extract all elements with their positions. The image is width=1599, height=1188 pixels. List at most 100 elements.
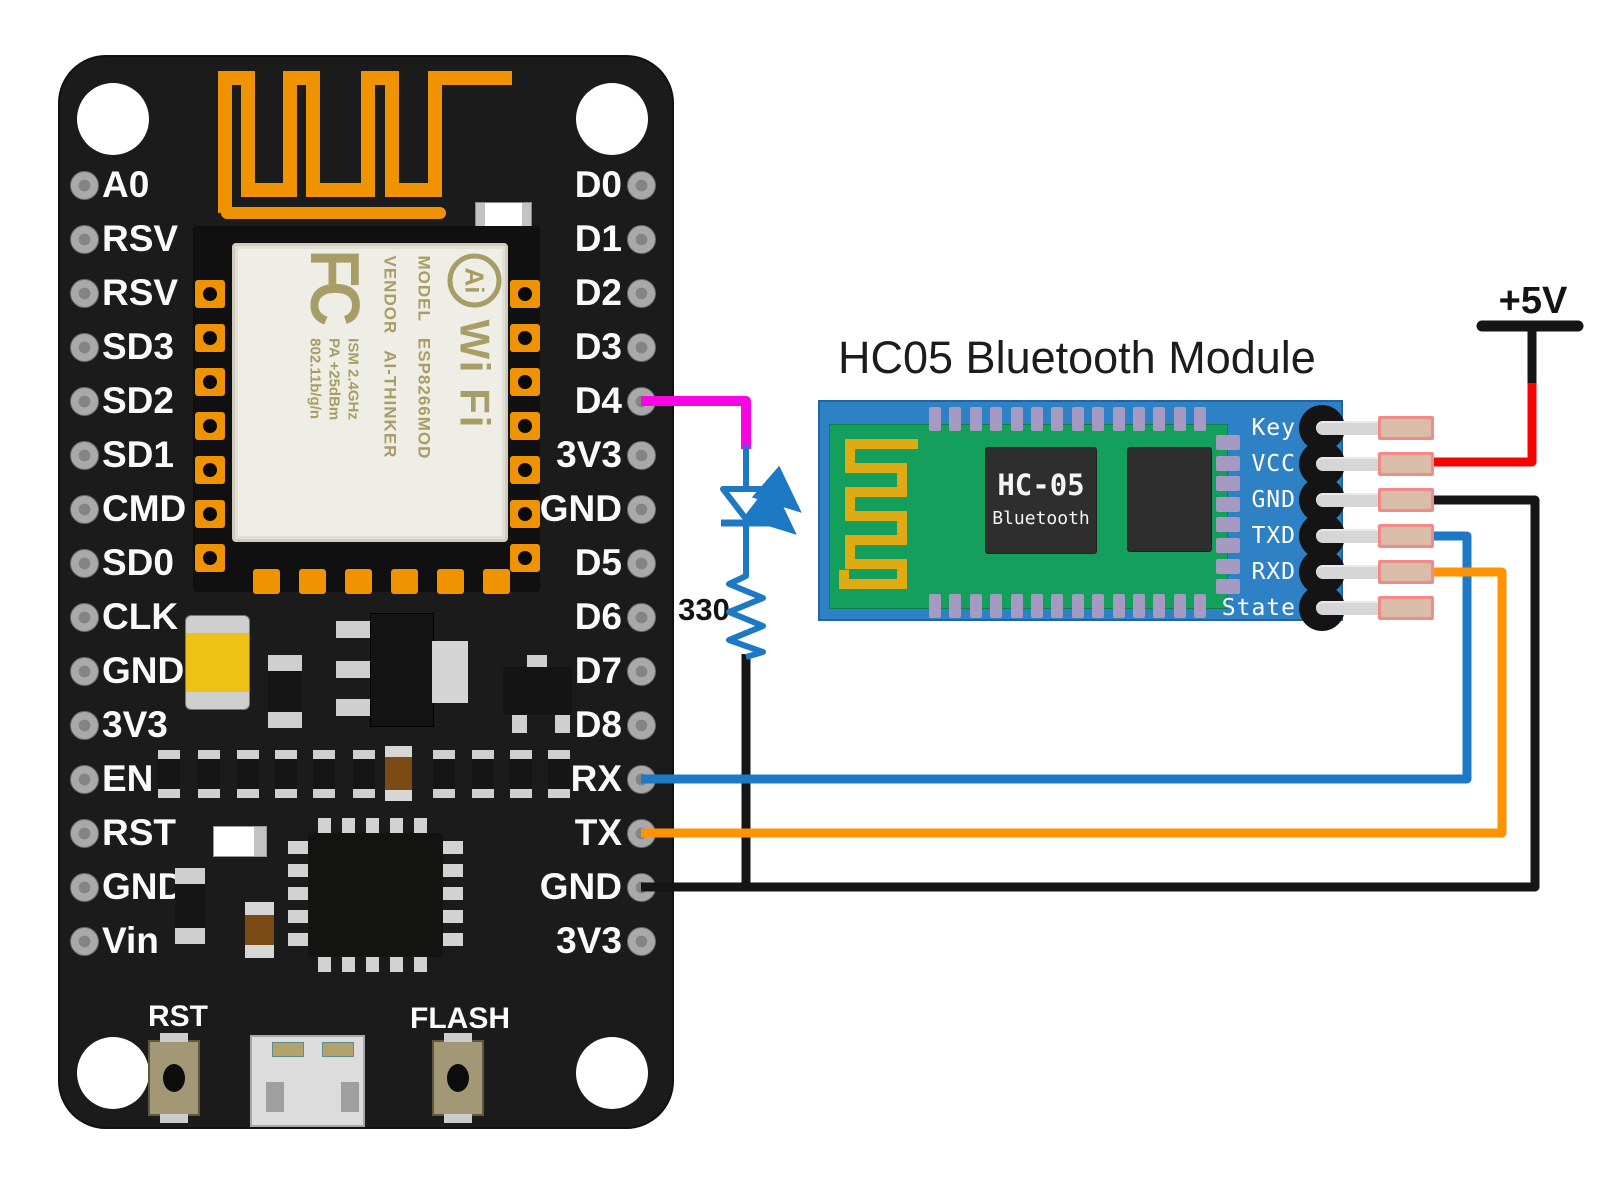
pin-label-Vin: Vin: [102, 920, 159, 961]
pin-label-3V3: 3V3: [556, 434, 622, 475]
pin-hole-D8: [627, 711, 656, 740]
pin-hole-GND: [70, 873, 99, 902]
hc05-pin-label-Key: Key: [1251, 415, 1296, 441]
pin-hole-RX: [627, 765, 656, 794]
pin-hole-TX: [627, 819, 656, 848]
regulator-tab: [432, 641, 468, 703]
hc05-pad: [1194, 407, 1207, 431]
esp-pad: [195, 368, 225, 396]
pin-hole-A0: [70, 171, 99, 200]
hc05-pad: [969, 594, 982, 618]
pin-hole-CLK: [70, 603, 99, 632]
smd-capacitor: [175, 868, 205, 944]
pin-hole-RST: [70, 819, 99, 848]
qfp-pin: [288, 864, 310, 877]
pin-label-SD0: SD0: [102, 542, 174, 583]
hc05-pin-connector-VCC: [1378, 452, 1434, 476]
transistor-leg: [555, 713, 570, 733]
pin-label-D8: D8: [574, 704, 622, 745]
qfp-pin: [390, 952, 403, 972]
voltage-regulator: [370, 613, 434, 727]
qfp-pin: [441, 933, 463, 946]
qfp-pin: [288, 933, 310, 946]
hc05-pin-VCC: [1316, 457, 1380, 471]
esp-pad: [195, 544, 225, 572]
pin-hole-D1: [627, 225, 656, 254]
hc05-pad: [1031, 594, 1043, 618]
pin-label-GND: GND: [102, 866, 185, 907]
pin-label-A0: A0: [102, 164, 150, 205]
hc05-pin-State: [1316, 601, 1380, 615]
pin-label-GND: GND: [539, 488, 622, 529]
pin-label-EN: EN: [102, 758, 154, 799]
hc05-pin-connector-Key: [1378, 416, 1434, 440]
smd-resistor: [158, 750, 180, 798]
pin-label-D2: D2: [574, 272, 622, 313]
pin-label-RST: RST: [102, 812, 176, 853]
hc05-pad: [1216, 435, 1240, 450]
hc05-pad: [1216, 476, 1240, 492]
pin-hole-D3: [627, 333, 656, 362]
transistor-leg: [512, 713, 527, 733]
qfp-pin: [288, 841, 310, 854]
hc05-pad: [929, 407, 941, 431]
tantalum-capacitor: [185, 615, 250, 710]
flash-button-label: FLASH: [410, 1002, 510, 1035]
pin-hole-D2: [627, 279, 656, 308]
resistor-value-label: 330: [678, 592, 730, 627]
smd-component: [475, 202, 532, 228]
qfp-pin: [441, 887, 463, 900]
pin-hole-RSV: [70, 225, 99, 254]
esp-pad: [510, 544, 540, 572]
pin-label-TX: TX: [574, 812, 622, 853]
esp-pad: [483, 569, 510, 594]
smd-component: [213, 826, 267, 857]
esp-pad: [195, 456, 225, 484]
pin-hole-SD3: [70, 333, 99, 362]
pin-label-GND: GND: [102, 650, 185, 691]
smd-resistor: [510, 750, 532, 798]
smd-resistor: [353, 750, 375, 798]
hc05-pin-GND: [1316, 493, 1380, 507]
regulator-leg: [336, 621, 372, 638]
hc05-pad: [990, 407, 1003, 431]
smd-resistor: [237, 750, 259, 798]
pin-hole-GND: [70, 657, 99, 686]
hc05-pin-connector-TXD: [1378, 524, 1434, 548]
esp-pad: [510, 500, 540, 528]
transistor-leg: [527, 655, 547, 669]
flash-button-dot: [447, 1064, 469, 1092]
qfp-chip: [308, 833, 443, 957]
hc05-pad: [969, 407, 982, 431]
esp-pad: [345, 569, 372, 594]
qfp-pin: [342, 952, 355, 972]
hc05-pad: [1112, 407, 1125, 431]
pin-label-CLK: CLK: [102, 596, 179, 637]
hc05-pad: [1051, 407, 1064, 431]
pin-label-D3: D3: [574, 326, 622, 367]
pin-hole-D0: [627, 171, 656, 200]
esp-pad: [299, 569, 326, 594]
qfp-pin: [288, 910, 310, 923]
hc05-pad: [1092, 407, 1105, 431]
esp-pad: [195, 500, 225, 528]
usb-slot: [341, 1082, 359, 1112]
smd-capacitor: [268, 655, 302, 728]
hc05-pad: [1071, 407, 1084, 431]
pin-label-RSV: RSV: [102, 272, 179, 313]
esp-pad: [510, 412, 540, 440]
esp-pad: [195, 280, 225, 308]
usb-slot: [266, 1082, 284, 1112]
hc05-pin-label-VCC: VCC: [1251, 451, 1296, 477]
antenna-meander: [218, 71, 512, 213]
smd-resistor: [433, 750, 455, 798]
esp12-metal-shield: [232, 243, 508, 542]
smd-resistor-brown: [385, 746, 412, 801]
pin-hole-CMD: [70, 495, 99, 524]
qfp-pin: [441, 864, 463, 877]
smd-resistor: [548, 750, 570, 798]
pin-label-D6: D6: [574, 596, 622, 637]
hc05-pad: [1092, 594, 1105, 618]
esp-pad: [253, 569, 280, 594]
